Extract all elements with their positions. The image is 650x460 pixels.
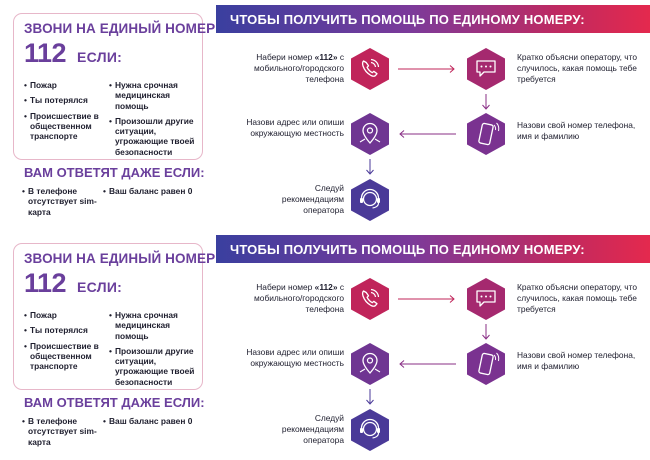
situations-list-right: Нужна срочная медицинская помощь Произош… [109, 310, 203, 392]
step-1-number: «112» [314, 52, 338, 62]
arrow-down-icon [482, 94, 490, 110]
emergency-number: 112 [24, 38, 67, 68]
step-5-text: Следуй рекомендациям оператора [281, 413, 344, 445]
headset-operator-icon [350, 178, 390, 222]
list-item: Ты потерялся [24, 325, 108, 336]
answer-list-left: В телефоне отсутствует sim-карта [22, 416, 98, 447]
if-label: ЕСЛИ: [77, 279, 123, 295]
situations-list-left: Пожар Ты потерялся Происшествие в общест… [24, 80, 108, 146]
map-pin-icon [350, 112, 390, 156]
arrow-left-icon [399, 360, 456, 368]
list-item: Происшествие в общественном транспорте [24, 111, 108, 142]
banner-title: ЧТОБЫ ПОЛУЧИТЬ ПОМОЩЬ ПО ЕДИНОМУ НОМЕРУ: [230, 12, 585, 27]
step-1-prefix: Набери номер [256, 282, 315, 292]
situations-list-right: Нужна срочная медицинская помощь Произош… [109, 80, 203, 162]
map-pin-icon [350, 342, 390, 386]
steps-banner: ЧТОБЫ ПОЛУЧИТЬ ПОМОЩЬ ПО ЕДИНОМУ НОМЕРУ: [216, 5, 650, 33]
answer-list-left: В телефоне отсутствует sim-карта [22, 186, 98, 217]
smartphone-icon [466, 112, 506, 156]
arrow-down-icon [366, 159, 374, 175]
arrow-left-icon [399, 130, 456, 138]
headset-operator-icon [350, 408, 390, 452]
list-item: Произошли другие ситуации, угрожающие тв… [109, 116, 203, 157]
step-5-text: Следуй рекомендациям оператора [281, 183, 344, 215]
step-3-text: Назови свой номер телефона, имя и фамили… [517, 350, 636, 371]
card-title: ЗВОНИ НА ЕДИНЫЙ НОМЕР [24, 251, 216, 266]
list-item: Ты потерялся [24, 95, 108, 106]
list-item: Пожар [24, 310, 108, 321]
card-title: ЗВОНИ НА ЕДИНЫЙ НОМЕР [24, 21, 216, 36]
step-1-suffix: с мобильного/городского телефона [254, 282, 344, 314]
step-3-text: Назови свой номер телефона, имя и фамили… [517, 120, 636, 141]
smartphone-icon [466, 342, 506, 386]
arrow-right-icon [398, 295, 455, 303]
list-item: В телефоне отсутствует sim-карта [22, 186, 98, 217]
list-item: В телефоне отсутствует sim-карта [22, 416, 98, 447]
phone-call-icon [350, 47, 390, 91]
step-1-suffix: с мобильного/городского телефона [254, 52, 344, 84]
step-4-text: Назови адрес или опиши окружающую местно… [246, 117, 344, 138]
emergency-number: 112 [24, 268, 67, 298]
chat-bubble-icon [466, 277, 506, 321]
info-panel-top: ЗВОНИ НА ЕДИНЫЙ НОМЕР 112 ЕСЛИ: Пожар Ты… [0, 0, 650, 230]
step-1-number: «112» [314, 282, 338, 292]
if-label: ЕСЛИ: [77, 49, 123, 65]
list-item: Происшествие в общественном транспорте [24, 341, 108, 372]
steps-banner: ЧТОБЫ ПОЛУЧИТЬ ПОМОЩЬ ПО ЕДИНОМУ НОМЕРУ: [216, 235, 650, 263]
step-1-text: Набери номер «112» с мобильного/городско… [228, 52, 344, 85]
list-item: Нужна срочная медицинская помощь [109, 310, 203, 341]
answer-list-right: Ваш баланс равен 0 [103, 416, 203, 427]
list-item: Нужна срочная медицинская помощь [109, 80, 203, 111]
step-4-text: Назови адрес или опиши окружающую местно… [246, 347, 344, 368]
answer-list-right: Ваш баланс равен 0 [103, 186, 203, 197]
arrow-down-icon [366, 389, 374, 405]
answer-title: ВАМ ОТВЕТЯТ ДАЖЕ ЕСЛИ: [24, 395, 205, 410]
list-item: Пожар [24, 80, 108, 91]
list-item: Ваш баланс равен 0 [103, 186, 203, 197]
chat-bubble-icon [466, 47, 506, 91]
info-panel-bottom: ЗВОНИ НА ЕДИНЫЙ НОМЕР 112 ЕСЛИ: Пожар Ты… [0, 230, 650, 460]
list-item: Произошли другие ситуации, угрожающие тв… [109, 346, 203, 387]
step-1-prefix: Набери номер [256, 52, 315, 62]
phone-call-icon [350, 277, 390, 321]
arrow-right-icon [398, 65, 455, 73]
banner-title: ЧТОБЫ ПОЛУЧИТЬ ПОМОЩЬ ПО ЕДИНОМУ НОМЕРУ: [230, 242, 585, 257]
list-item: Ваш баланс равен 0 [103, 416, 203, 427]
step-2-text: Кратко объясни оператору, что случилось,… [517, 52, 638, 84]
arrow-down-icon [482, 324, 490, 340]
emergency-card: ЗВОНИ НА ЕДИНЫЙ НОМЕР 112 ЕСЛИ: Пожар Ты… [13, 13, 215, 162]
answer-title: ВАМ ОТВЕТЯТ ДАЖЕ ЕСЛИ: [24, 165, 205, 180]
emergency-card: ЗВОНИ НА ЕДИНЫЙ НОМЕР 112 ЕСЛИ: Пожар Ты… [13, 243, 215, 392]
step-2-text: Кратко объясни оператору, что случилось,… [517, 282, 638, 314]
situations-list-left: Пожар Ты потерялся Происшествие в общест… [24, 310, 108, 376]
step-1-text: Набери номер «112» с мобильного/городско… [228, 282, 344, 315]
